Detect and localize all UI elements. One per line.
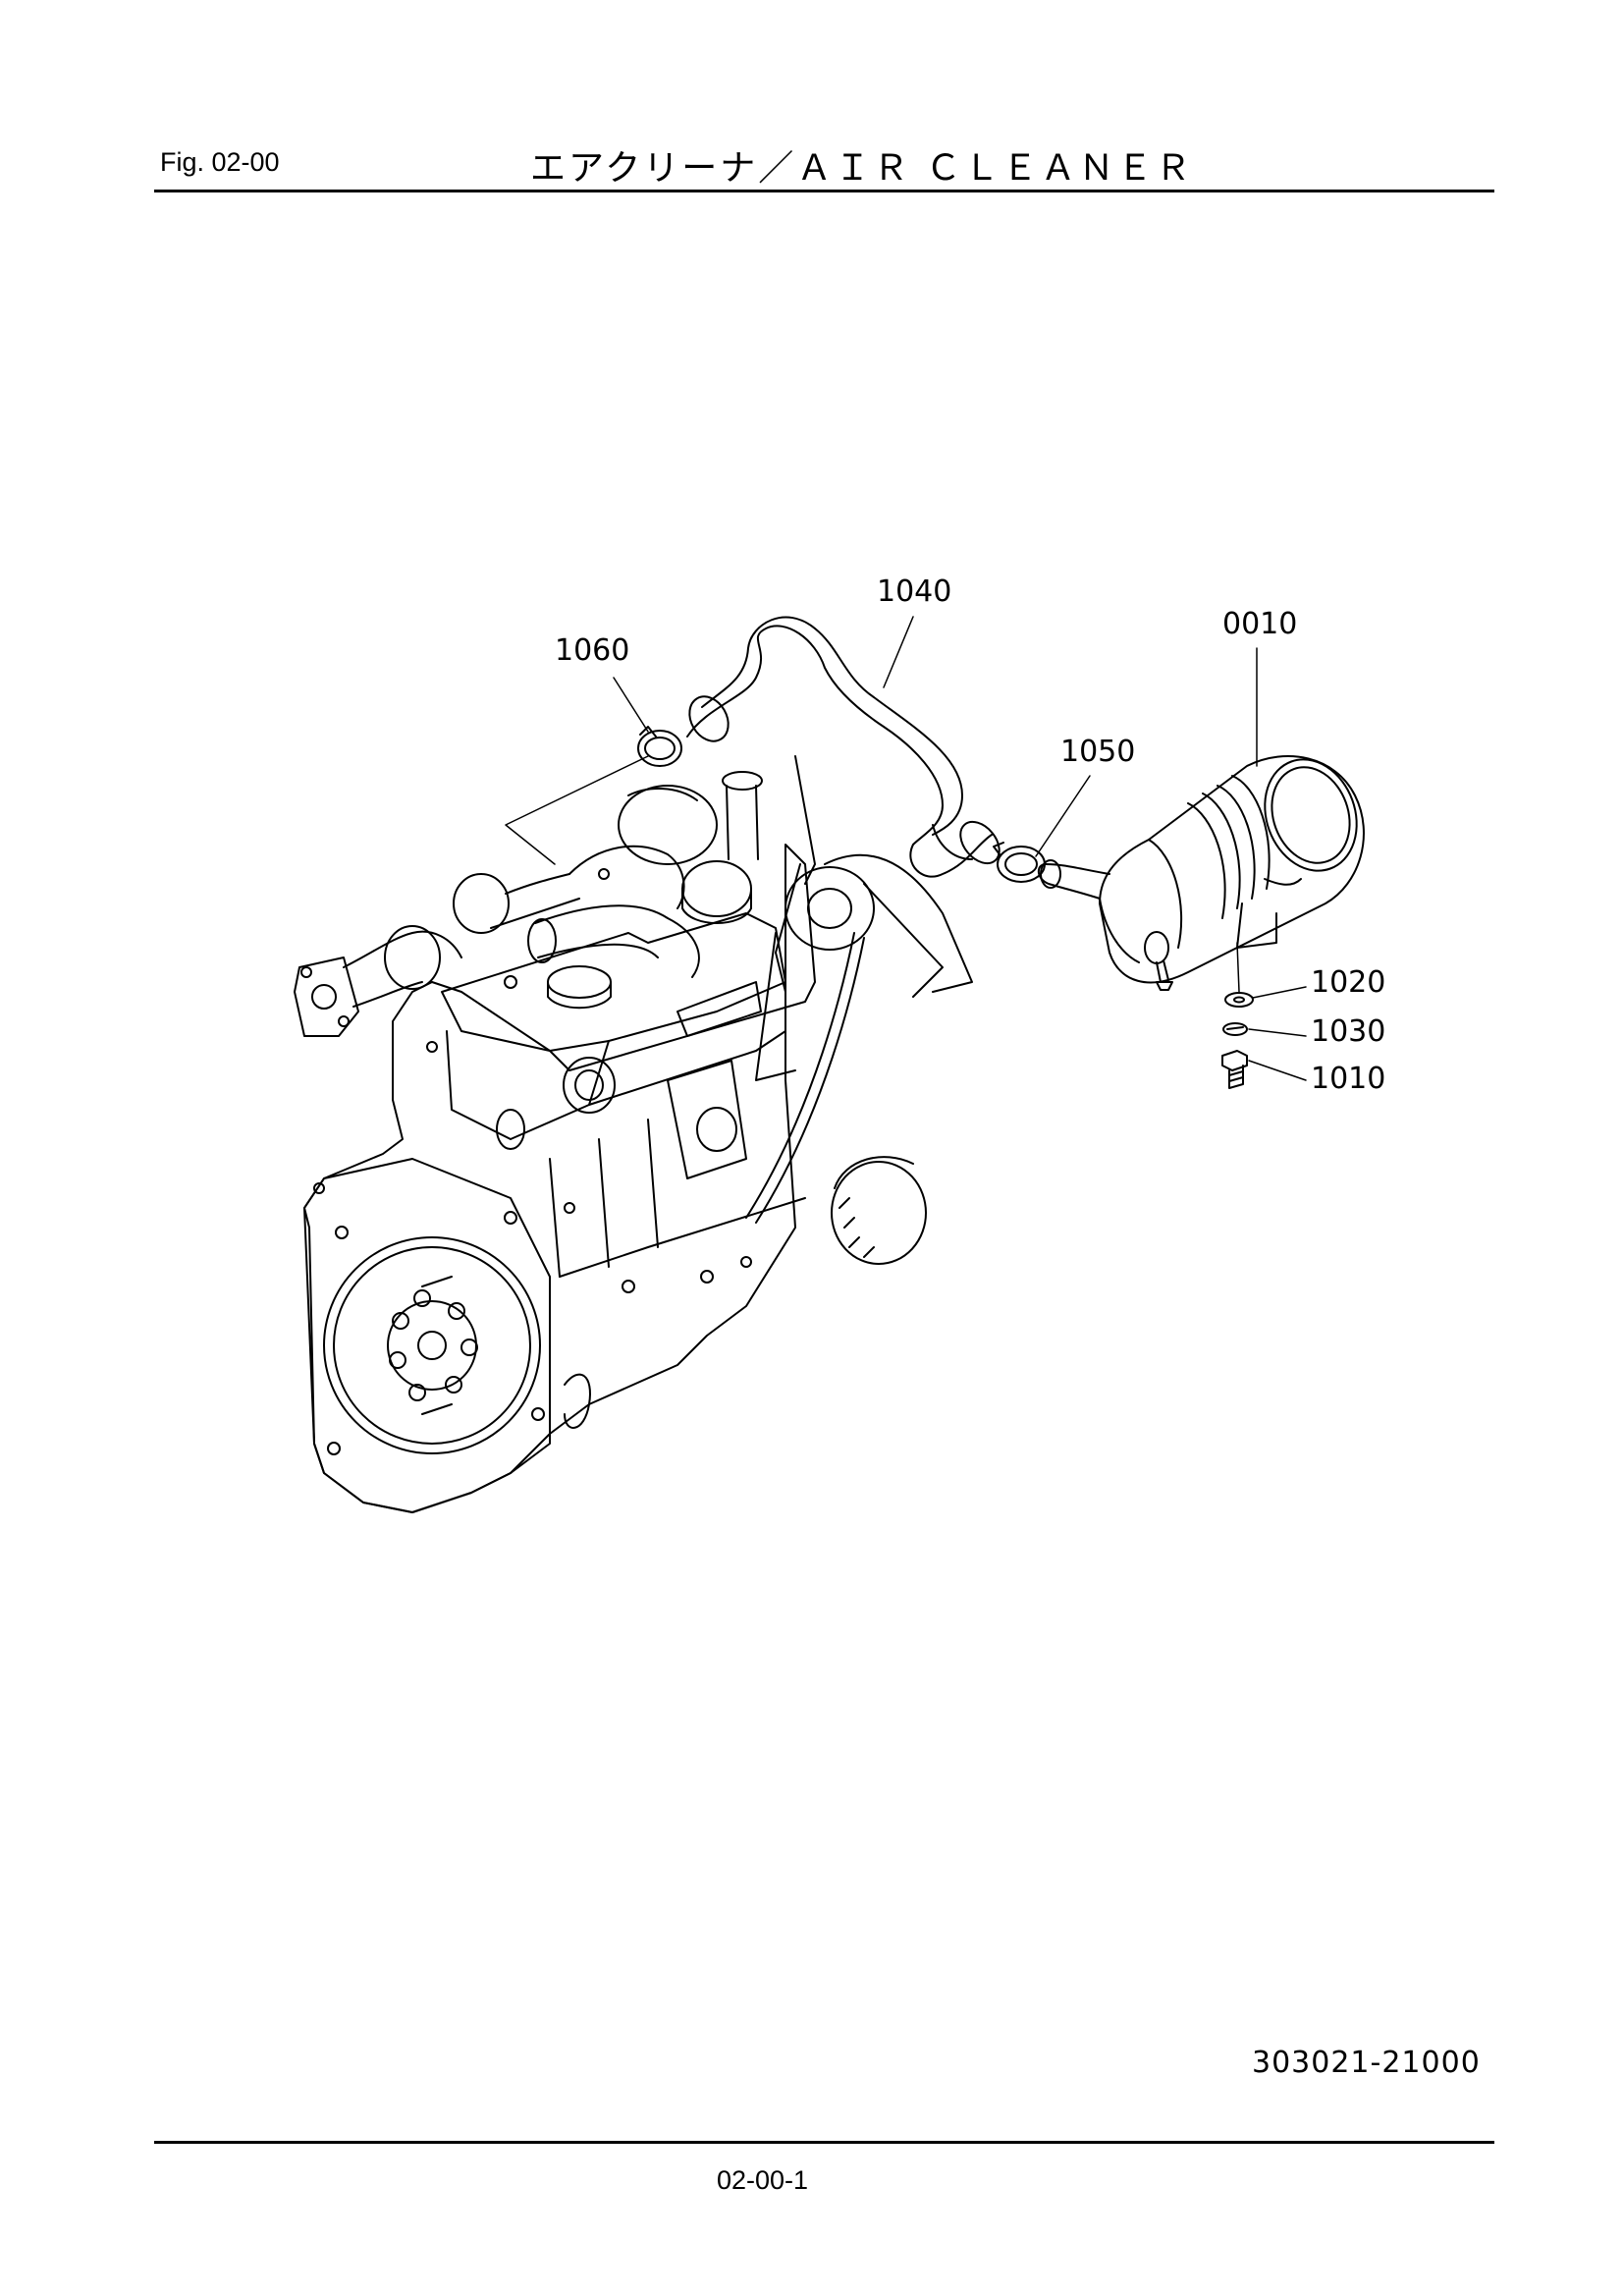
lock-washer-1030 [1222, 1022, 1248, 1036]
page-number: 02-00-1 [717, 2165, 809, 2195]
callout-1060: 1060 [555, 633, 629, 668]
figure-number: Fig. 02-00 [160, 147, 280, 177]
callout-0010: 0010 [1222, 607, 1297, 641]
leader-lines [505, 616, 1307, 1081]
air-cleaner-assembly-0010 [1037, 755, 1365, 991]
hose-clamp-1050 [993, 842, 1046, 883]
hose-clamp-1060 [637, 726, 682, 767]
intake-hose-1040 [686, 616, 1001, 878]
callout-1010: 1010 [1311, 1062, 1385, 1096]
engine-illustration [294, 755, 973, 1513]
bolt-1010 [1221, 1050, 1248, 1071]
page-title: エアクリーナ／ＡＩＲ ＣＬＥＡＮＥＲ [530, 148, 1194, 189]
callout-1050: 1050 [1060, 735, 1135, 769]
washer-1020 [1224, 992, 1254, 1008]
drawing-number: 303021-21000 [1252, 2046, 1481, 2080]
callout-1030: 1030 [1311, 1014, 1385, 1049]
header-rule [154, 190, 1494, 192]
mounting-hardware [1221, 992, 1254, 1089]
callout-1040: 1040 [877, 574, 951, 609]
footer-rule [154, 2141, 1494, 2144]
callout-1020: 1020 [1311, 965, 1385, 1000]
